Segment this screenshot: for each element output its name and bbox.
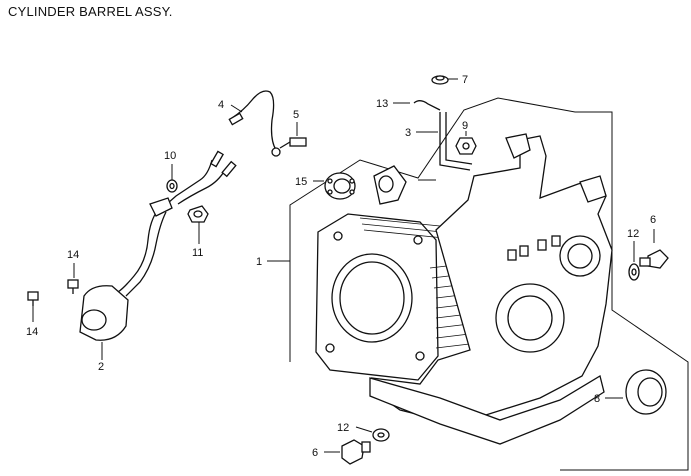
callout-10: 10 — [164, 150, 176, 162]
callout-11: 11 — [192, 247, 203, 259]
callout-3: 3 — [405, 127, 411, 139]
callout-15: 15 — [295, 176, 307, 188]
part-1-cylinder-barrel — [315, 133, 613, 445]
leader-lines — [32, 78, 655, 453]
part-9-nut — [455, 137, 477, 155]
callout-12-bottom: 12 — [337, 422, 349, 434]
callout-13: 13 — [376, 98, 388, 110]
callout-14-upper: 14 — [67, 249, 79, 261]
part-5-bolt — [279, 137, 307, 149]
part-8-oil-seal — [625, 369, 667, 415]
callout-9: 9 — [462, 120, 468, 132]
callout-6-bottom: 6 — [312, 447, 318, 459]
part-11-grommet — [187, 205, 209, 223]
part-10-washer — [166, 179, 178, 193]
callout-4: 4 — [218, 99, 224, 111]
callout-1: 1 — [256, 256, 262, 268]
part-6-drain-bolt-bottom — [341, 439, 371, 465]
part-4-wire — [228, 90, 281, 157]
assembly-outline — [289, 97, 689, 471]
part-15-oil-seal — [324, 172, 356, 200]
part-12-washer-right — [628, 263, 640, 281]
part-14-screw-a — [67, 279, 79, 294]
part-12-washer-bottom — [372, 428, 390, 442]
callout-7: 7 — [462, 74, 468, 86]
callout-14-lower: 14 — [26, 326, 38, 338]
callout-2: 2 — [98, 361, 104, 373]
part-14-screw-b — [27, 291, 39, 306]
callout-12-right: 12 — [627, 228, 639, 240]
part-6-drain-bolt-right — [639, 249, 669, 269]
part-2-oil-switch — [79, 150, 237, 341]
callout-labels: 7 13 3 9 4 5 10 15 11 1 14 14 2 6 12 8 1… — [26, 74, 656, 459]
diagram-title: CYLINDER BARREL ASSY. — [8, 4, 173, 19]
callout-6-right: 6 — [650, 214, 656, 226]
callout-5: 5 — [293, 109, 299, 121]
part-3-breather-pipe — [413, 100, 473, 171]
part-7-cap — [431, 75, 449, 85]
callout-8: 8 — [594, 393, 600, 405]
